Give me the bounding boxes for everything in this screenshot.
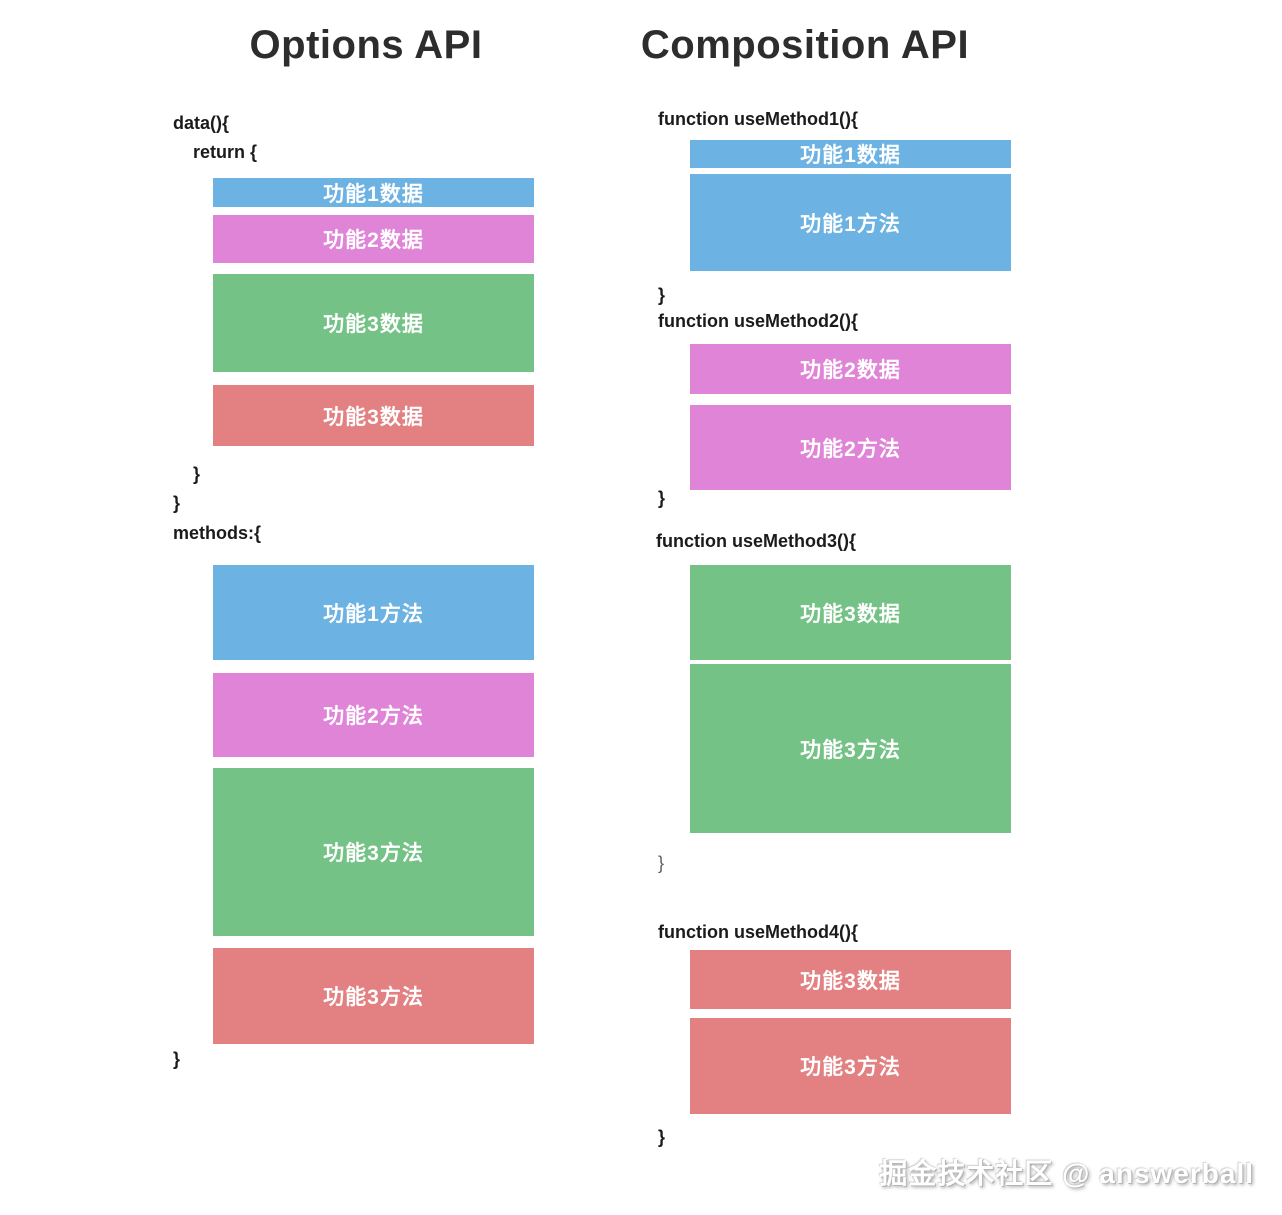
options-api-title: Options API: [249, 23, 483, 67]
composition-usemethod1-data-box: 功能1数据: [690, 140, 1011, 168]
options-method-box-feature4: 功能3方法: [213, 948, 534, 1044]
box-label: 功能2数据: [800, 359, 901, 382]
composition-usemethod2-data-box: 功能2数据: [690, 344, 1011, 394]
code-brace-inner: }: [193, 464, 201, 484]
code-usemethod1-close: }: [658, 285, 666, 305]
box-label: 功能3数据: [800, 602, 901, 626]
code-usemethod2-signature: function useMethod2(){: [658, 311, 858, 331]
code-usemethod2-close: }: [658, 488, 666, 508]
box-label: 功能3数据: [323, 313, 424, 336]
box-label: 功能1方法: [800, 212, 901, 236]
box-label: 功能3方法: [323, 842, 424, 865]
box-label: 功能3数据: [800, 969, 901, 993]
options-data-box-feature1: 功能1数据: [213, 178, 534, 207]
code-usemethod1-signature: function useMethod1(){: [658, 109, 858, 129]
options-method-box-feature3: 功能3方法: [213, 768, 534, 936]
box-label: 功能1数据: [323, 182, 424, 206]
options-data-box-feature4: 功能3数据: [213, 385, 534, 446]
watermark: 掘金技术社区 @ answerball: [879, 1158, 1254, 1189]
box-label: 功能1方法: [323, 602, 424, 626]
options-method-box-feature1: 功能1方法: [213, 565, 534, 660]
composition-usemethod3-data-box: 功能3数据: [690, 565, 1011, 660]
composition-usemethod1-method-box: 功能1方法: [690, 174, 1011, 271]
code-methods-open: methods:{: [173, 523, 262, 543]
options-data-box-feature3: 功能3数据: [213, 274, 534, 372]
code-usemethod4-close: }: [658, 1127, 666, 1147]
box-label: 功能3方法: [323, 986, 424, 1009]
box-label: 功能2数据: [323, 229, 424, 252]
composition-usemethod4-method-box: 功能3方法: [690, 1018, 1011, 1114]
code-data-open: data(){: [173, 113, 230, 133]
composition-usemethod2-method-box: 功能2方法: [690, 405, 1011, 490]
box-label: 功能2方法: [323, 705, 424, 728]
code-usemethod4-signature: function useMethod4(){: [658, 922, 858, 942]
code-brace-outer: }: [173, 493, 181, 513]
code-usemethod3-signature: function useMethod3(){: [656, 531, 856, 551]
box-label: 功能3方法: [800, 1056, 901, 1079]
box-label: 功能3数据: [323, 405, 424, 429]
code-return-open: return {: [193, 142, 258, 162]
options-data-box-feature2: 功能2数据: [213, 215, 534, 263]
composition-api-title: Composition API: [640, 23, 970, 67]
box-label: 功能2方法: [800, 437, 901, 461]
box-label: 功能1数据: [800, 144, 901, 167]
code-brace-final: }: [173, 1049, 181, 1069]
code-usemethod3-close: }: [658, 853, 665, 873]
composition-usemethod3-method-box: 功能3方法: [690, 664, 1011, 833]
options-method-box-feature2: 功能2方法: [213, 673, 534, 757]
box-label: 功能3方法: [800, 738, 901, 762]
composition-usemethod4-data-box: 功能3数据: [690, 950, 1011, 1009]
